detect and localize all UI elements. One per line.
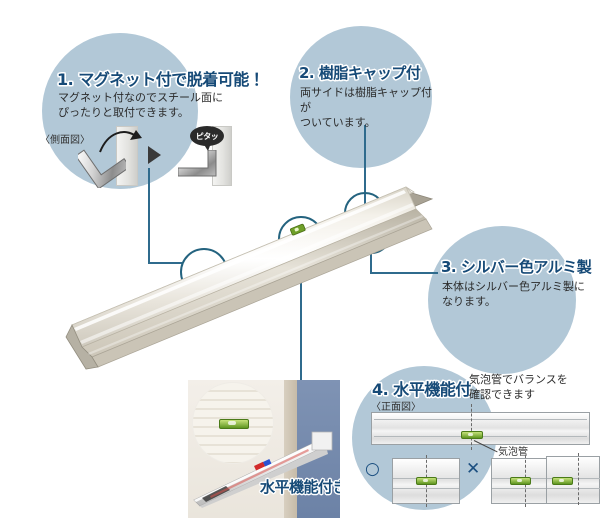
front-view-vial xyxy=(461,431,483,439)
front-view-center-dashline xyxy=(471,404,472,450)
comparison-ng-mark: ✕ xyxy=(466,459,481,479)
side-view-speech-bubble: ピタッ xyxy=(190,126,224,151)
side-view-label: 〈側面図〉 xyxy=(40,135,90,146)
callout-heading-magnet: 1. マグネット付で脱着可能！ xyxy=(56,66,266,90)
callout-disc-resin-cap xyxy=(290,26,432,168)
callout-body-level-function: 気泡管でバランスを 確認できます xyxy=(469,373,568,401)
comparison-panel-ng-left-dashline xyxy=(578,453,579,505)
product-rail-illustration xyxy=(60,185,480,370)
comparison-panel-ok-vial xyxy=(416,477,437,485)
photo-caption: 水平機能付き xyxy=(260,478,340,496)
connector-resin-cap-vertical xyxy=(364,125,366,212)
photo-inset-vial xyxy=(219,419,249,429)
comparison-panel-ng-left-line-bottom xyxy=(547,488,600,489)
front-view-rail xyxy=(371,412,590,445)
callout-heading-resin-cap: 2. 樹脂キャップ付 xyxy=(298,62,422,83)
callout-heading-level-text: 4. 水平機能付 xyxy=(371,379,473,400)
connector-silver-horizontal xyxy=(370,272,438,274)
photo-wall-edge xyxy=(284,380,297,518)
comparison-panel-ng-left-vial xyxy=(552,477,573,485)
side-view-attach-arrow-icon xyxy=(99,130,142,153)
connector-magnet-horizontal xyxy=(148,262,182,264)
side-view-bracket-tilted xyxy=(78,149,126,188)
callout-heading-resin-cap-text: 2. 樹脂キャップ付 xyxy=(298,63,422,83)
front-view-label: 〈正面図〉 xyxy=(371,402,421,413)
front-view-vial-label: 気泡管 xyxy=(498,447,528,458)
callout-body-magnet: マグネット付なのでスチール面に ぴったりと取付できます。 xyxy=(58,91,223,119)
side-view-speech-text: ピタッ xyxy=(195,131,219,141)
product-photo: 水平機能付き xyxy=(188,380,340,518)
callout-heading-level-function: 4. 水平機能付 xyxy=(371,376,473,400)
connector-level-vertical xyxy=(300,260,302,382)
callout-disc-silver-aluminum xyxy=(428,226,576,374)
photo-mounted-rail xyxy=(193,431,333,508)
callout-heading-magnet-text: 1. マグネット付で脱着可能！ xyxy=(56,69,266,90)
connector-magnet-vertical xyxy=(148,168,150,264)
side-view-bracket-attached xyxy=(178,150,217,177)
comparison-panel-ng-right-vial xyxy=(510,477,531,485)
comparison-ok-mark: ○ xyxy=(365,459,380,479)
comparison-panel-ng-left-line-top xyxy=(547,478,600,479)
callout-body-silver-aluminum: 本体はシルバー色アルミ製に なります。 xyxy=(442,280,585,308)
callout-heading-silver-aluminum: 3. シルバー色アルミ製 xyxy=(440,256,593,277)
callout-heading-silver-text: 3. シルバー色アルミ製 xyxy=(440,257,593,277)
side-view-step-arrow-icon xyxy=(148,146,161,164)
callout-body-resin-cap: 両サイドは樹脂キャップ付が ついています。 xyxy=(300,86,432,129)
photo-zoom-inset xyxy=(192,382,274,464)
front-view-edge-line-top xyxy=(374,419,587,420)
connector-silver-vertical xyxy=(370,244,372,274)
